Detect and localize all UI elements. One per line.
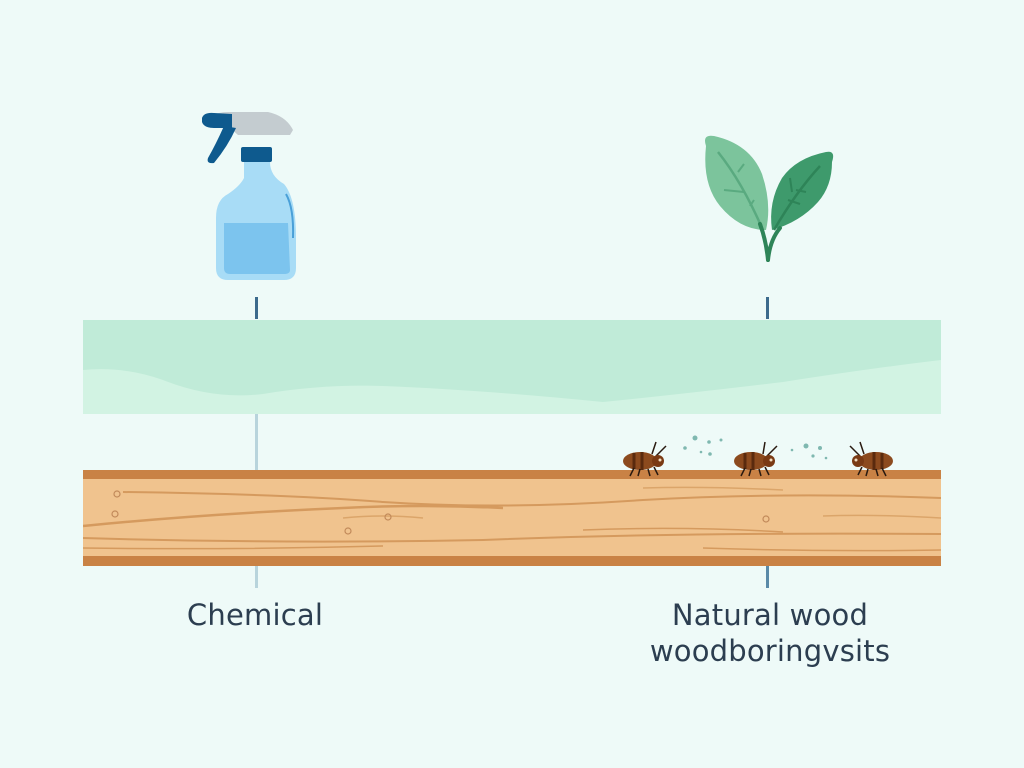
label-natural-line2: woodboringvsits [649, 634, 891, 668]
connector-line-right-bottom [766, 566, 769, 588]
wood-plank [82, 470, 942, 566]
label-chemical: Chemical [186, 598, 324, 632]
connector-line-left-top [255, 297, 258, 319]
label-natural-line1: Natural wood [671, 598, 869, 632]
connector-line-left-bottom [255, 566, 258, 588]
connector-line-right-top [766, 297, 769, 319]
connector-line-left-lower [255, 414, 258, 470]
barrier-band [83, 320, 941, 414]
dust-particles-icon [680, 432, 830, 462]
woodboring-beetle-icon [622, 440, 674, 478]
woodboring-beetle-icon [842, 440, 894, 478]
leaf-sprout-icon [700, 130, 840, 265]
spray-bottle-icon [198, 108, 298, 283]
woodboring-beetle-icon [733, 440, 785, 478]
